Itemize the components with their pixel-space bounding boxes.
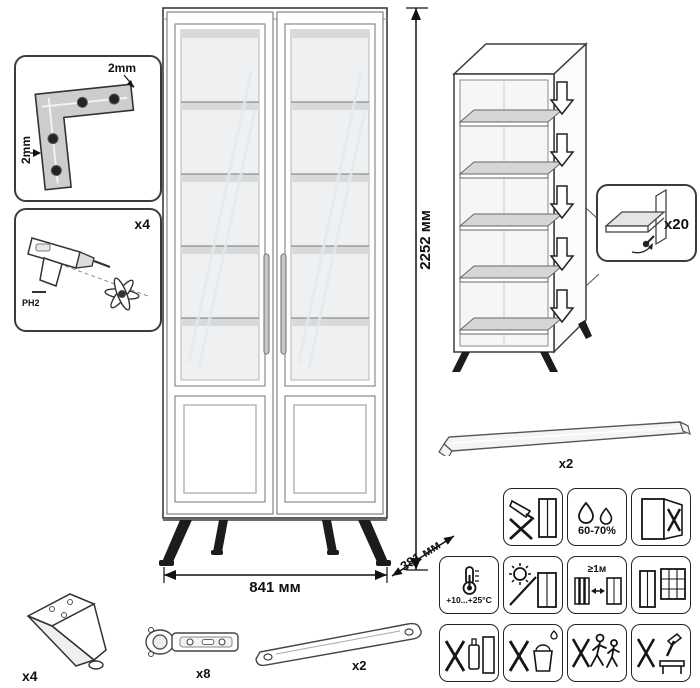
heat-distance-label: ≥1м bbox=[587, 563, 607, 575]
no-sharp-tools-icon bbox=[509, 498, 557, 541]
temperature-cell: +10...+25°С bbox=[439, 556, 499, 614]
cabinet-legs bbox=[159, 520, 391, 566]
hinge-part: x8 bbox=[140, 616, 248, 684]
drill-count-label: x4 bbox=[134, 216, 150, 232]
no-children-icon bbox=[571, 633, 620, 668]
exploded-shelves bbox=[458, 109, 564, 335]
heat-distance-cell: ≥1м bbox=[567, 556, 627, 614]
exploded-legs bbox=[452, 320, 592, 372]
thermometer-icon bbox=[462, 565, 479, 595]
bracket-thickness-side-label: 2mm bbox=[19, 135, 34, 165]
no-sharp-tools-cell bbox=[503, 488, 563, 546]
corner-bracket-inset: 2mm 2mm bbox=[14, 55, 162, 202]
door-handles bbox=[263, 253, 287, 355]
humidity-label: 60-70% bbox=[578, 524, 616, 537]
shelf-pin-count-label: x20 bbox=[663, 216, 689, 233]
hinge-count-label: x8 bbox=[196, 666, 211, 681]
strap-part: x2 bbox=[248, 610, 438, 680]
no-sunlight-cell bbox=[503, 556, 563, 614]
depth-dimension-arrow bbox=[391, 535, 455, 577]
shelf-pin-inset: x20 bbox=[596, 184, 697, 262]
handle-rail-part: x2 bbox=[436, 414, 696, 472]
no-self-repair-cell bbox=[631, 624, 691, 682]
no-sunlight-icon bbox=[509, 563, 557, 608]
no-wet-cleaning-icon bbox=[508, 630, 558, 672]
bracket-thickness-top-label: 2mm bbox=[108, 61, 137, 75]
leg-part: x4 bbox=[12, 582, 142, 686]
height-dimension-arrow bbox=[406, 7, 428, 571]
corner-bracket-drawing bbox=[30, 74, 135, 191]
cabinet-front-view bbox=[159, 7, 391, 566]
no-self-repair-icon bbox=[636, 633, 685, 674]
exploded-shelf-view bbox=[452, 42, 600, 372]
strap-drawing bbox=[255, 622, 422, 666]
handle-rail-count-label: x2 bbox=[558, 456, 574, 471]
strap-count-label: x2 bbox=[352, 658, 367, 673]
no-solvents-icon bbox=[444, 636, 495, 674]
drill-inset: x4 PH2 bbox=[14, 208, 162, 332]
no-solvents-cell bbox=[439, 624, 499, 682]
leg-drawing bbox=[26, 593, 107, 670]
hinge-drawing bbox=[145, 627, 239, 657]
humidity-drops-icon bbox=[578, 501, 613, 525]
bit-type-label: PH2 bbox=[22, 298, 40, 308]
width-dimension-arrow bbox=[163, 567, 388, 583]
temperature-label: +10...+25°С bbox=[446, 594, 492, 605]
ventilation-cell bbox=[631, 556, 691, 614]
no-children-cell bbox=[567, 624, 627, 682]
insert-arrows bbox=[549, 81, 575, 324]
width-dimension-label: 841 мм bbox=[249, 579, 301, 596]
shelf-pin-drawing bbox=[604, 188, 667, 254]
leg-count-label: x4 bbox=[22, 668, 38, 684]
no-door-load-cell bbox=[631, 488, 691, 546]
height-dimension-label: 2252 мм bbox=[417, 210, 434, 270]
humidity-cell: 60-70% bbox=[567, 488, 627, 546]
handle-rail-drawing bbox=[438, 420, 691, 456]
no-door-load-icon bbox=[641, 497, 683, 540]
shelves bbox=[181, 30, 369, 326]
drill-drawing bbox=[27, 237, 149, 311]
ventilation-grid-icon bbox=[639, 568, 686, 608]
leg-top-view bbox=[104, 277, 140, 311]
no-wet-cleaning-cell bbox=[503, 624, 563, 682]
radiator-distance-icon bbox=[574, 576, 622, 605]
